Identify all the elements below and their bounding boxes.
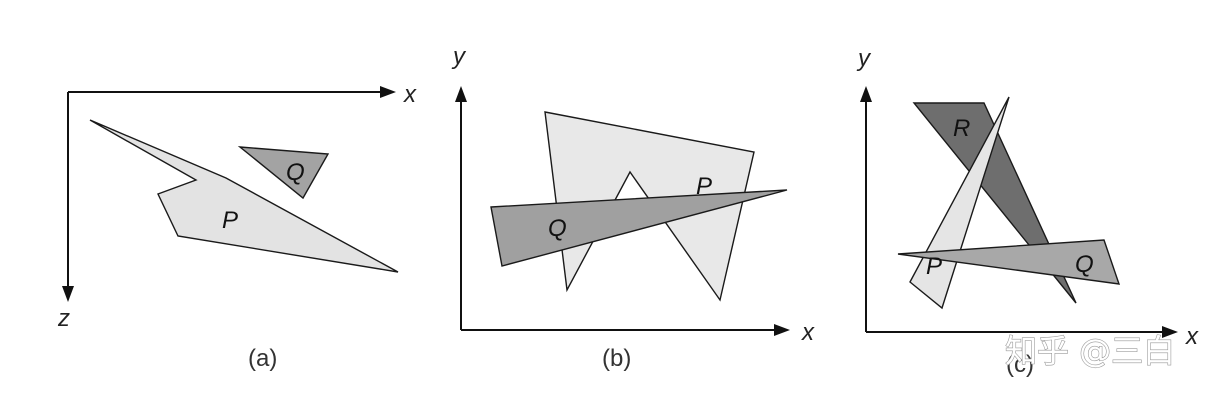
panel-a-z-arrow (62, 286, 74, 302)
panel-a: x z P Q (a) (57, 81, 417, 372)
panel-a-axes: x z (57, 81, 417, 332)
panel-a-label-q: Q (286, 159, 305, 186)
panel-a-x-arrow (380, 86, 396, 98)
panel-c: x y R P Q (c) (856, 45, 1199, 378)
panel-c-axes: x y (856, 45, 1199, 350)
watermark: 知乎 @三白 (1005, 332, 1175, 370)
panel-b-x-label: x (801, 319, 815, 346)
panel-c-x-arrow (1162, 326, 1178, 338)
panel-c-y-arrow (860, 86, 872, 102)
panel-a-label-p: P (222, 207, 238, 234)
panel-b-polygon-q (490, 189, 788, 267)
panel-c-y-label: y (856, 45, 872, 72)
panel-a-polygon-q (237, 146, 330, 200)
panel-c-caption: (c) (1006, 351, 1034, 378)
panel-c-label-q: Q (1075, 251, 1094, 278)
panel-b-y-arrow (455, 86, 467, 102)
panel-b-label-q: Q (548, 215, 567, 242)
panel-a-polygon-p (89, 119, 399, 273)
panel-b-polygon-p (544, 111, 755, 302)
panel-a-caption: (a) (248, 345, 277, 372)
panel-c-label-p: P (926, 253, 942, 280)
panel-b-axes: x y (451, 43, 815, 346)
panel-a-x-label: x (403, 81, 417, 108)
panel-b-label-p: P (696, 173, 712, 200)
panel-b: x y P Q (b) (451, 43, 815, 372)
panel-c-polygon-q (897, 239, 1121, 285)
panel-c-label-r: R (953, 115, 970, 142)
panel-b-caption: (b) (602, 345, 631, 372)
panel-a-z-label: z (57, 305, 70, 332)
panel-c-x-label: x (1185, 323, 1199, 350)
panel-b-x-arrow (774, 324, 790, 336)
panel-b-y-label: y (451, 43, 467, 70)
